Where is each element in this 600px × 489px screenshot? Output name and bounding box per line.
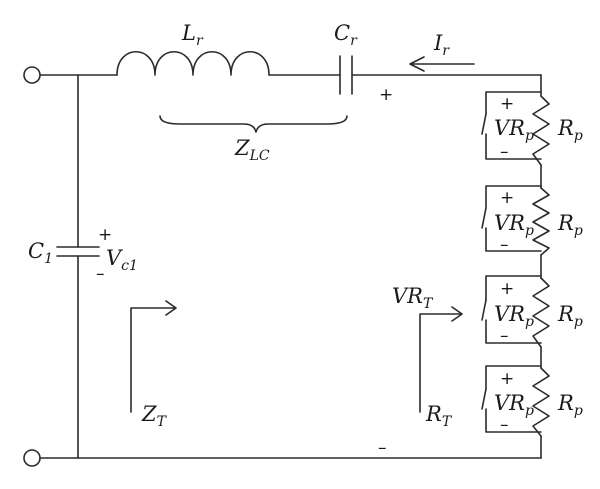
zt-arrow [130, 300, 177, 413]
cell-2-labels: + VRp – Rp [494, 188, 583, 255]
cell-bracket-1 [485, 91, 542, 160]
cell-4-plus: + [500, 369, 514, 389]
rt-arrow [419, 306, 463, 413]
resistor-rp-4-zigzag [532, 367, 550, 437]
terminal-top [23, 66, 41, 84]
cell-4-rp-label: Rp [557, 391, 583, 419]
capacitor-cr-label: Cr [334, 21, 358, 49]
cell-bracket-3 [485, 275, 542, 344]
cell-switch-1 [481, 113, 487, 135]
resistor-cell-3 [481, 275, 550, 348]
current-arrow [409, 56, 475, 72]
resistor-rp-2-zigzag [532, 187, 550, 256]
resistor-cell-1 [481, 91, 550, 166]
zlc-label: ZLC [234, 136, 270, 164]
zlc-brace [159, 115, 348, 133]
cell-4-vrp-label: VRp [494, 391, 534, 419]
c1-label: C1 [28, 239, 53, 267]
bottom-minus-sign: – [378, 438, 387, 458]
c1-minus-sign: – [96, 264, 105, 284]
cell-1-vrp-label: VRp [494, 116, 534, 144]
cell-switch-2 [481, 207, 487, 229]
top-plus-sign: + [379, 85, 393, 105]
cell-3-minus: – [500, 326, 509, 346]
cell-bracket-2 [485, 185, 542, 252]
cell-4-minus: – [500, 415, 509, 435]
resistor-rp-3-zigzag [532, 277, 550, 348]
cell-3-vrp-label: VRp [494, 302, 534, 330]
cell-2-rp-label: Rp [557, 211, 583, 239]
cell-4-labels: + VRp – Rp [494, 369, 583, 435]
cell-3-labels: + VRp – Rp [494, 279, 583, 346]
resistor-rp-1-zigzag [532, 95, 550, 166]
resistor-cell-2 [481, 185, 550, 256]
cell-1-rp-label: Rp [557, 116, 583, 144]
inductor-lr [116, 50, 270, 76]
resistor-cell-4 [481, 365, 550, 437]
inductor-label: Lr [181, 21, 204, 49]
capacitor-cr [339, 55, 353, 95]
cell-1-labels: + VRp – Rp [494, 94, 583, 162]
cell-1-plus: + [500, 94, 514, 114]
current-label: Ir [433, 31, 450, 59]
vrt-label: VRT [392, 284, 434, 312]
cell-bracket-4 [485, 365, 542, 433]
cell-switch-4 [481, 388, 487, 410]
cell-1-minus: – [500, 142, 509, 162]
vc1-label: Vc1 [106, 246, 138, 274]
c1-plus-sign: + [98, 225, 112, 245]
cell-3-plus: + [500, 279, 514, 299]
terminal-bottom [23, 449, 41, 467]
cell-3-rp-label: Rp [557, 302, 583, 330]
cell-2-vrp-label: VRp [494, 211, 534, 239]
rt-label: RT [425, 402, 453, 430]
cell-switch-3 [481, 299, 487, 321]
zt-label: ZT [141, 402, 168, 430]
cell-2-plus: + [500, 188, 514, 208]
cell-2-minus: – [500, 235, 509, 255]
capacitor-c1 [56, 246, 100, 257]
